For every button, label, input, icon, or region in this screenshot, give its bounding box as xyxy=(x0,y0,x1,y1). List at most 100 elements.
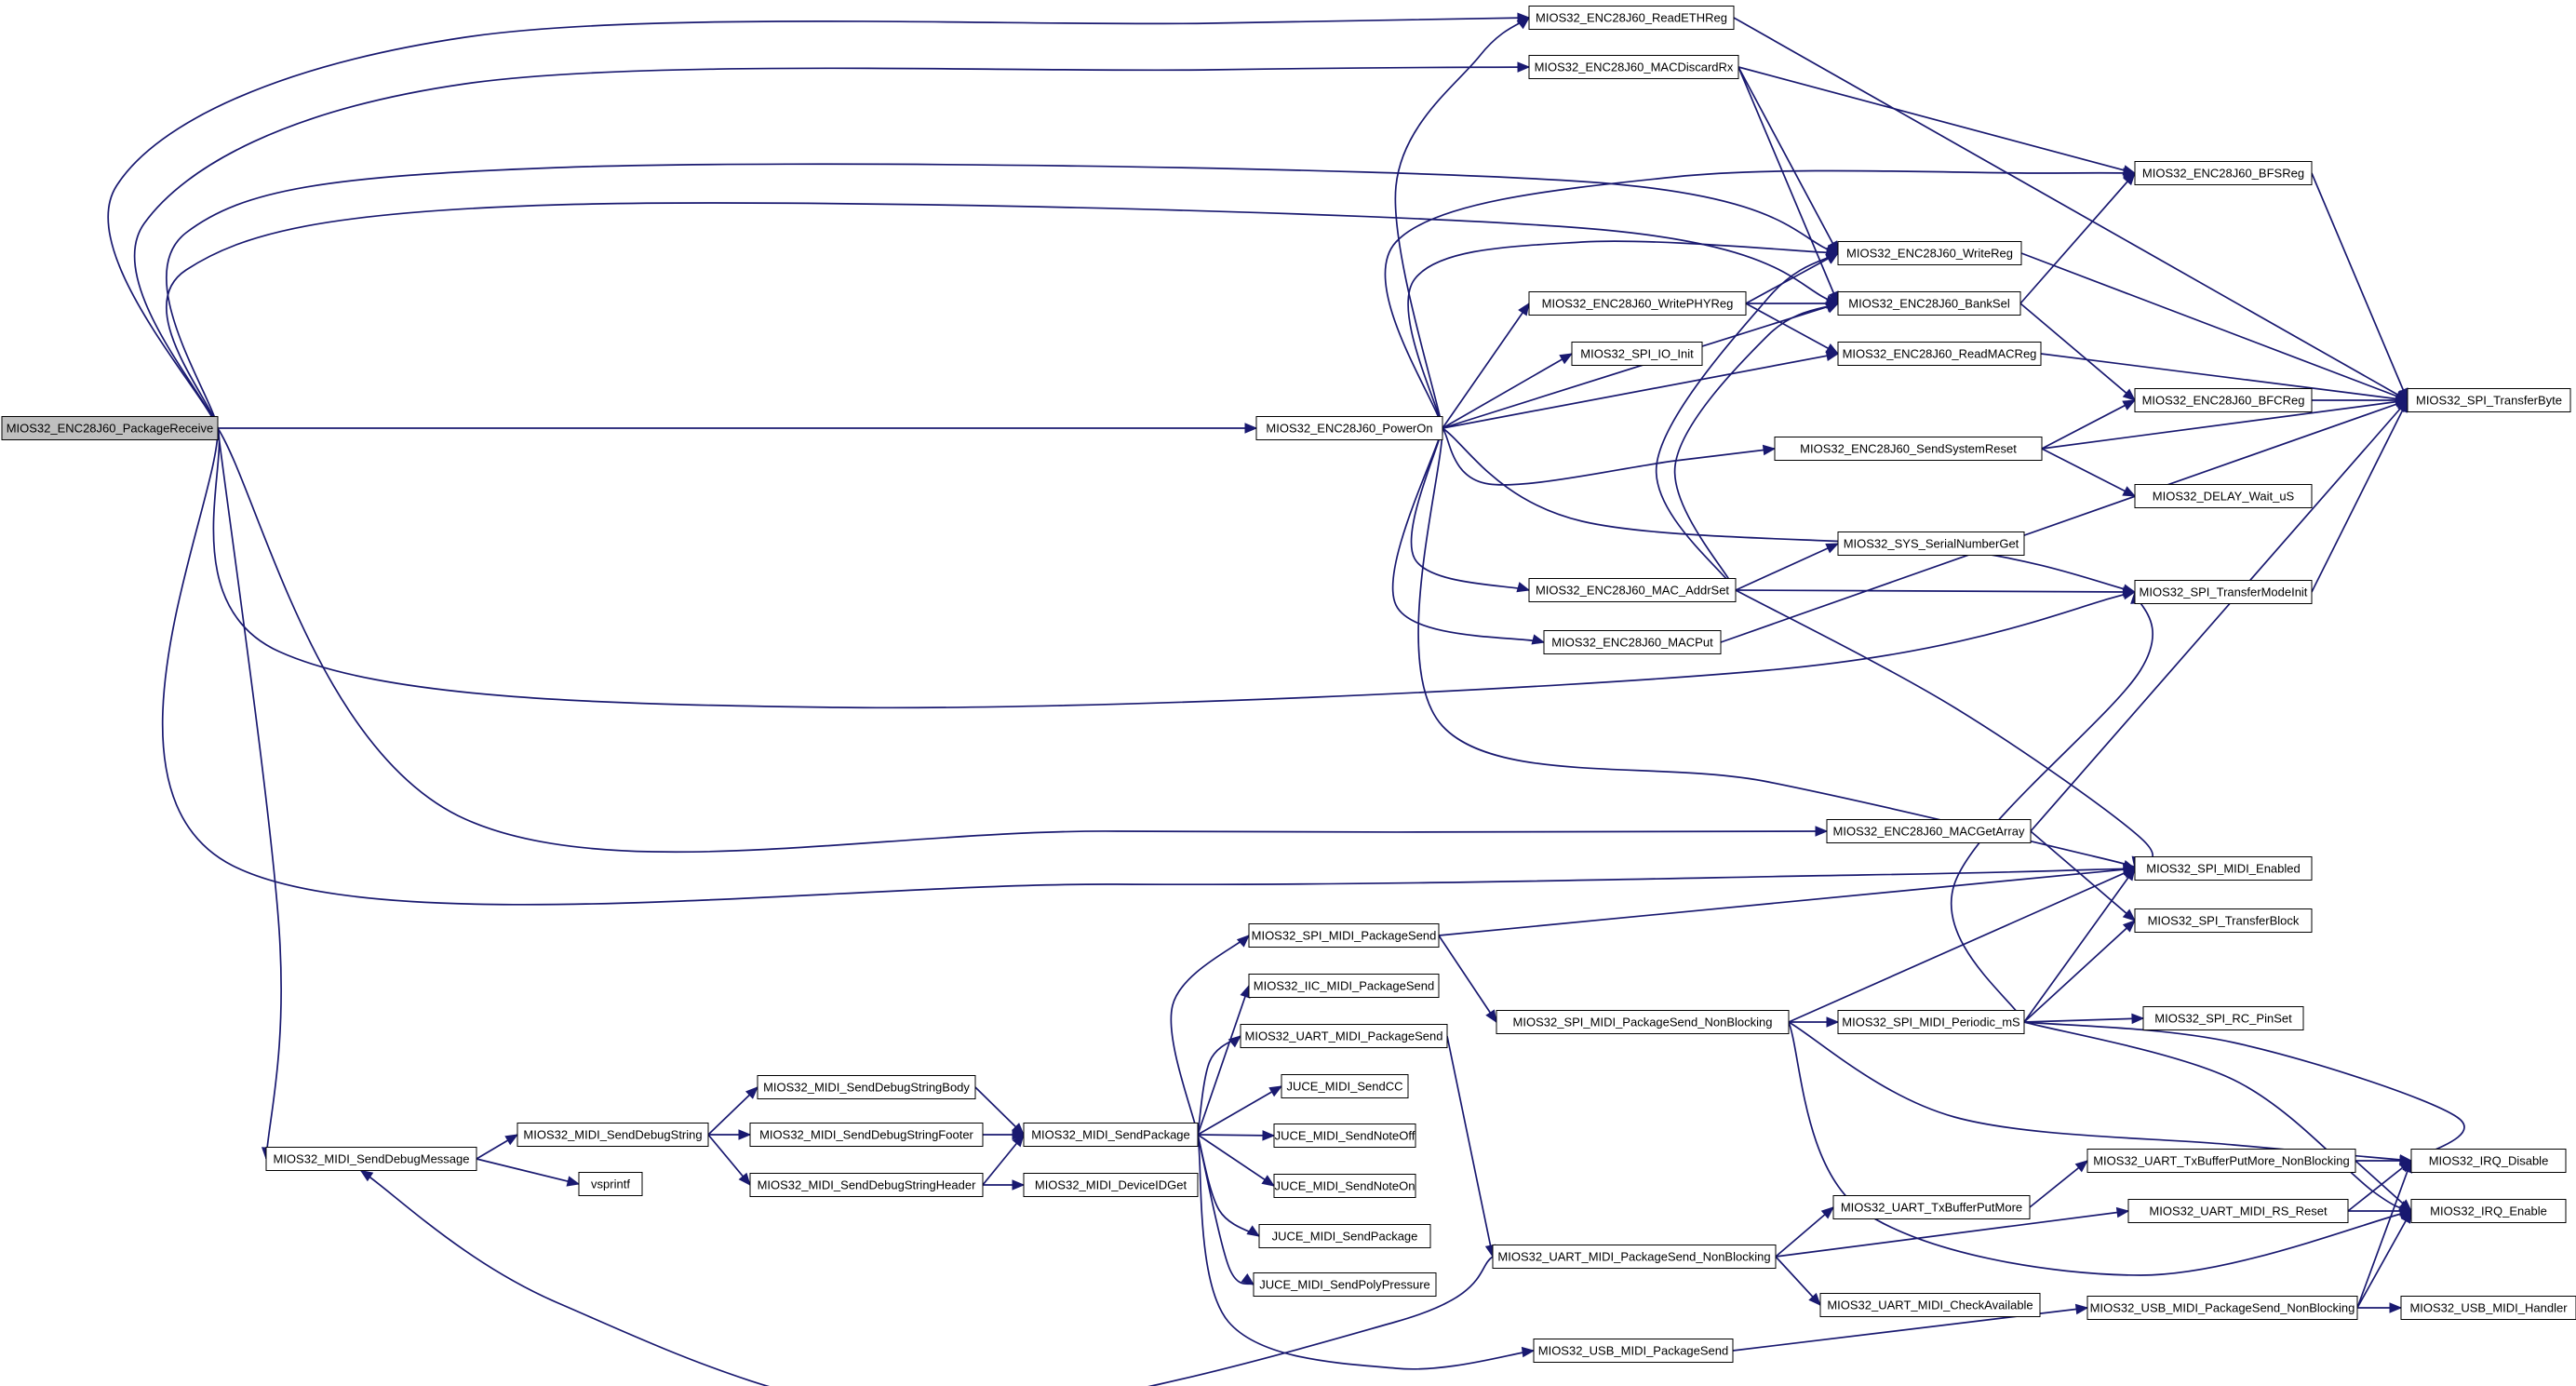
node-box[interactable] xyxy=(1837,342,2042,366)
node-box[interactable] xyxy=(1528,55,1739,79)
node-box[interactable] xyxy=(2134,161,2313,185)
node-box[interactable] xyxy=(2134,388,2313,412)
node-box[interactable] xyxy=(1528,291,1747,316)
node-box[interactable] xyxy=(2134,908,2313,933)
node-box[interactable] xyxy=(1258,1224,1431,1248)
node-box[interactable] xyxy=(1837,241,2022,265)
node-sysreset[interactable]: MIOS32_ENC28J60_SendSystemReset xyxy=(1774,437,2043,461)
node-box[interactable] xyxy=(749,1123,984,1147)
node-box[interactable] xyxy=(1774,437,2043,461)
node-box[interactable] xyxy=(1492,1245,1777,1269)
node-serialnum[interactable]: MIOS32_SYS_SerialNumberGet xyxy=(1837,532,2025,556)
node-iicsend[interactable]: MIOS32_IIC_MIDI_PackageSend xyxy=(1248,974,1440,998)
node-box[interactable] xyxy=(1023,1173,1199,1197)
node-box[interactable] xyxy=(1248,923,1440,948)
node-box[interactable] xyxy=(1248,974,1440,998)
node-box[interactable] xyxy=(2134,856,2313,881)
node-usbnb[interactable]: MIOS32_USB_MIDI_PackageSend_NonBlocking xyxy=(2086,1296,2358,1320)
node-box[interactable] xyxy=(1253,1272,1437,1297)
node-readeth[interactable]: MIOS32_ENC28J60_ReadETHReg xyxy=(1528,6,1735,30)
node-vsprintf[interactable]: vsprintf xyxy=(578,1172,643,1196)
node-uartnb[interactable]: MIOS32_UART_MIDI_PackageSend_NonBlocking xyxy=(1492,1245,1777,1269)
node-sendpkg[interactable]: MIOS32_MIDI_SendPackage xyxy=(1023,1123,1199,1147)
node-bfcreg[interactable]: MIOS32_ENC28J60_BFCReg xyxy=(2134,388,2313,412)
node-box[interactable] xyxy=(2142,1006,2304,1030)
node-box[interactable] xyxy=(1837,291,2021,316)
node-readmac[interactable]: MIOS32_ENC28J60_ReadMACReg xyxy=(1837,342,2042,366)
node-box[interactable] xyxy=(265,1147,477,1171)
node-uartsend[interactable]: MIOS32_UART_MIDI_PackageSend xyxy=(1240,1024,1448,1048)
node-txmore[interactable]: MIOS32_UART_TxBufferPutMore xyxy=(1832,1195,2031,1219)
node-debugmsg[interactable]: MIOS32_MIDI_SendDebugMessage xyxy=(265,1147,477,1171)
node-debugstr[interactable]: MIOS32_MIDI_SendDebugString xyxy=(517,1123,709,1147)
node-box[interactable] xyxy=(1533,1339,1734,1363)
node-usbhandler[interactable]: MIOS32_USB_MIDI_Handler xyxy=(2400,1296,2576,1320)
node-spinb[interactable]: MIOS32_SPI_MIDI_PackageSend_NonBlocking xyxy=(1496,1010,1790,1034)
node-strbody[interactable]: MIOS32_MIDI_SendDebugStringBody xyxy=(757,1075,976,1099)
node-irqen[interactable]: MIOS32_IRQ_Enable xyxy=(2410,1199,2567,1223)
node-box[interactable] xyxy=(1281,1074,1409,1098)
node-strhead[interactable]: MIOS32_MIDI_SendDebugStringHeader xyxy=(749,1173,984,1197)
node-jnoteon[interactable]: JUCE_MIDI_SendNoteOn xyxy=(1273,1174,1416,1198)
node-box[interactable] xyxy=(1528,6,1735,30)
node-writereg[interactable]: MIOS32_ENC28J60_WriteReg xyxy=(1837,241,2022,265)
node-periodic[interactable]: MIOS32_SPI_MIDI_Periodic_mS xyxy=(1837,1010,2025,1034)
node-spimidisend[interactable]: MIOS32_SPI_MIDI_PackageSend xyxy=(1248,923,1440,948)
node-rsreset[interactable]: MIOS32_UART_MIDI_RS_Reset xyxy=(2127,1199,2349,1223)
node-box[interactable] xyxy=(2134,580,2313,604)
node-banksel[interactable]: MIOS32_ENC28J60_BankSel xyxy=(1837,291,2021,316)
node-transmode[interactable]: MIOS32_SPI_TransferModeInit xyxy=(2134,580,2313,604)
node-box[interactable] xyxy=(1543,630,1722,654)
node-box[interactable] xyxy=(2400,1296,2576,1320)
node-strfoot[interactable]: MIOS32_MIDI_SendDebugStringFooter xyxy=(749,1123,984,1147)
node-transblock[interactable]: MIOS32_SPI_TransferBlock xyxy=(2134,908,2313,933)
node-macaddr[interactable]: MIOS32_ENC28J60_MAC_AddrSet xyxy=(1528,578,1737,602)
node-box[interactable] xyxy=(517,1123,709,1147)
node-box[interactable] xyxy=(2086,1149,2356,1173)
node-box[interactable] xyxy=(1273,1124,1416,1148)
node-bfsreg[interactable]: MIOS32_ENC28J60_BFSReg xyxy=(2134,161,2313,185)
node-jnoteoff[interactable]: JUCE_MIDI_SendNoteOff xyxy=(1273,1124,1416,1148)
node-box[interactable] xyxy=(1273,1174,1416,1198)
node-spiioinit[interactable]: MIOS32_SPI_IO_Init xyxy=(1571,342,1703,366)
node-box[interactable] xyxy=(1240,1024,1448,1048)
node-jpoly[interactable]: JUCE_MIDI_SendPolyPressure xyxy=(1253,1272,1437,1297)
node-box[interactable] xyxy=(1528,578,1737,602)
node-box[interactable] xyxy=(1023,1123,1199,1147)
node-writephy[interactable]: MIOS32_ENC28J60_WritePHYReg xyxy=(1528,291,1747,316)
node-box[interactable] xyxy=(2410,1149,2567,1173)
node-box[interactable] xyxy=(1496,1010,1790,1034)
node-macput[interactable]: MIOS32_ENC28J60_MACPut xyxy=(1543,630,1722,654)
node-box[interactable] xyxy=(1837,532,2025,556)
node-jpkg[interactable]: JUCE_MIDI_SendPackage xyxy=(1258,1224,1431,1248)
node-box[interactable] xyxy=(1571,342,1703,366)
node-box[interactable] xyxy=(1255,416,1443,440)
node-delay[interactable]: MIOS32_DELAY_Wait_uS xyxy=(2134,484,2313,508)
node-box[interactable] xyxy=(2086,1296,2358,1320)
node-box[interactable] xyxy=(1826,819,2032,843)
node-poweron[interactable]: MIOS32_ENC28J60_PowerOn xyxy=(1255,416,1443,440)
node-box[interactable] xyxy=(1832,1195,2031,1219)
node-spimidien[interactable]: MIOS32_SPI_MIDI_Enabled xyxy=(2134,856,2313,881)
node-box[interactable] xyxy=(578,1172,643,1196)
node-box[interactable] xyxy=(749,1173,984,1197)
node-txmorenb[interactable]: MIOS32_UART_TxBufferPutMore_NonBlocking xyxy=(2086,1149,2356,1173)
node-discard[interactable]: MIOS32_ENC28J60_MACDiscardRx xyxy=(1528,55,1739,79)
node-devid[interactable]: MIOS32_MIDI_DeviceIDGet xyxy=(1023,1173,1199,1197)
node-jcc[interactable]: JUCE_MIDI_SendCC xyxy=(1281,1074,1409,1098)
node-box[interactable] xyxy=(2127,1199,2349,1223)
node-box[interactable] xyxy=(1,416,219,440)
node-usbsend[interactable]: MIOS32_USB_MIDI_PackageSend xyxy=(1533,1339,1734,1363)
node-pkgrecv[interactable]: MIOS32_ENC28J60_PackageReceive xyxy=(1,416,219,440)
node-rcpinset[interactable]: MIOS32_SPI_RC_PinSet xyxy=(2142,1006,2304,1030)
node-box[interactable] xyxy=(2134,484,2313,508)
node-box[interactable] xyxy=(757,1075,976,1099)
node-irqdis[interactable]: MIOS32_IRQ_Disable xyxy=(2410,1149,2567,1173)
node-transbyte[interactable]: MIOS32_SPI_TransferByte xyxy=(2407,388,2571,412)
node-box[interactable] xyxy=(1819,1293,2041,1317)
node-uartcheck[interactable]: MIOS32_UART_MIDI_CheckAvailable xyxy=(1819,1293,2041,1317)
node-macgetarr[interactable]: MIOS32_ENC28J60_MACGetArray xyxy=(1826,819,2032,843)
node-box[interactable] xyxy=(2410,1199,2567,1223)
node-box[interactable] xyxy=(2407,388,2571,412)
node-box[interactable] xyxy=(1837,1010,2025,1034)
